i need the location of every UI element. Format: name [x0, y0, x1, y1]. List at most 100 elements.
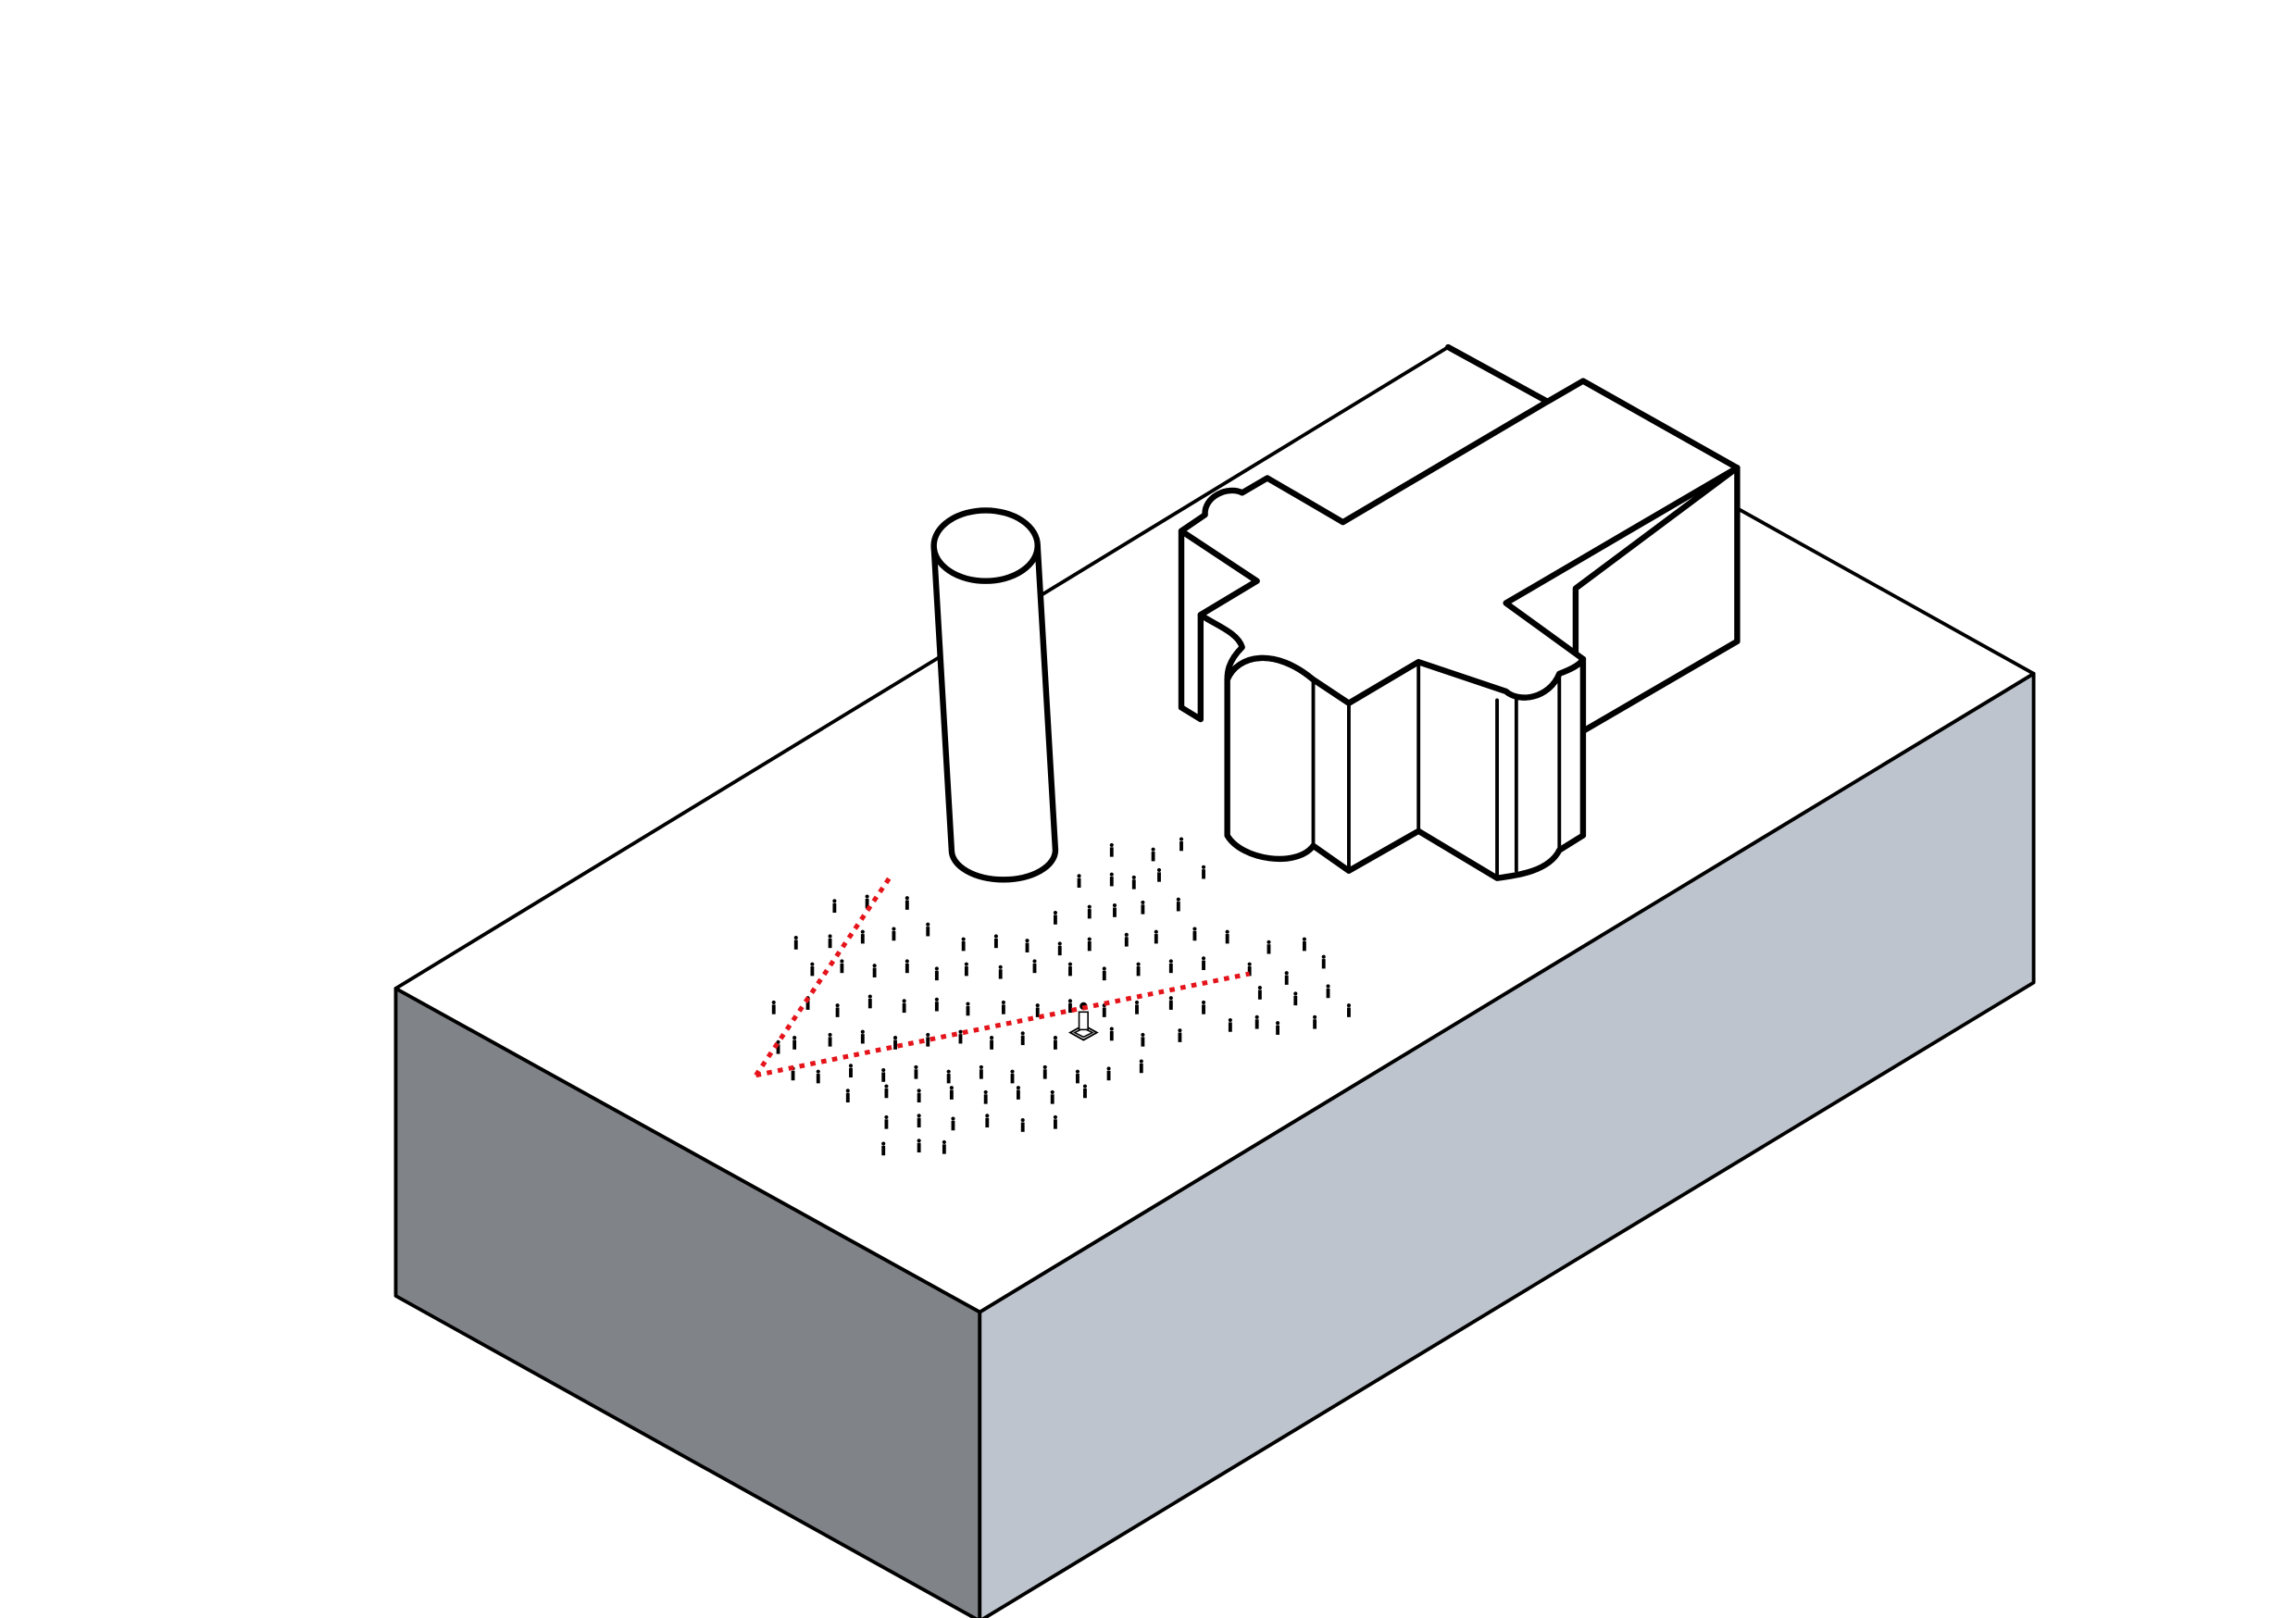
person-figure [1109, 842, 1114, 857]
person-figure [990, 1036, 994, 1050]
person-figure [1276, 1021, 1280, 1035]
person-figure [1168, 959, 1173, 974]
person-figure [983, 1089, 988, 1104]
person-figure [946, 1069, 951, 1084]
person-figure [1057, 941, 1062, 956]
cylindrical-tower [930, 507, 1059, 883]
person-figure [993, 934, 998, 949]
person-figure [1321, 954, 1326, 969]
person-figure [1020, 1031, 1025, 1046]
person-figure [934, 966, 939, 981]
person-figure [1201, 1000, 1206, 1014]
person-figure [1284, 971, 1289, 985]
person-figure [1131, 875, 1136, 890]
person-figure [1141, 1032, 1145, 1047]
person-figure [835, 1003, 840, 1017]
person-figure [848, 1064, 854, 1078]
figure-people [771, 837, 1352, 1156]
person-figure [917, 1139, 921, 1153]
person-figure [979, 1064, 983, 1079]
person-figure [942, 1139, 946, 1154]
person-figure [1179, 837, 1184, 852]
person-figure [832, 899, 837, 914]
person-figure [966, 1002, 970, 1016]
person-figure [1168, 996, 1173, 1010]
person-figure [1106, 1066, 1111, 1081]
person-figure [1192, 927, 1197, 941]
person-figure [1010, 1069, 1015, 1084]
person-figure [1228, 1017, 1232, 1032]
building-roof [1178, 343, 1741, 706]
person-figure [985, 1114, 990, 1128]
person-figure [828, 1032, 832, 1047]
person-figure [1042, 1064, 1047, 1079]
person-figure [776, 1039, 780, 1054]
person-figure [951, 1116, 955, 1131]
person-figure [914, 1064, 918, 1079]
person-figure [792, 1036, 797, 1050]
person-figure [867, 994, 872, 1009]
person-figure [1247, 962, 1252, 977]
person-figure [793, 935, 798, 950]
person-figure [926, 1032, 930, 1047]
person-figure [1016, 1086, 1020, 1100]
person-figure [1082, 1084, 1088, 1099]
sightline-left [754, 872, 894, 1077]
person-figure [1302, 937, 1306, 952]
person-figure [865, 894, 869, 909]
person-figure [1020, 1118, 1025, 1132]
person-figure [1254, 1014, 1259, 1029]
person-figure [1067, 999, 1073, 1014]
person-figure [1025, 939, 1029, 952]
person-figure [1124, 932, 1129, 947]
person-figure [1001, 1000, 1005, 1014]
person-figure [1134, 1000, 1140, 1014]
person-figure [1112, 903, 1117, 917]
person-figure [1156, 867, 1162, 882]
person-figure [1087, 937, 1092, 952]
person-figure [1201, 956, 1206, 971]
person-figure [1257, 986, 1262, 1000]
person-figure [810, 962, 815, 977]
person-figure [771, 1000, 776, 1014]
person-figure [917, 1089, 921, 1103]
red-dotted-view-lines [754, 872, 1251, 1078]
person-figure [949, 1086, 954, 1100]
person-figure [926, 922, 930, 937]
person-figure [998, 965, 1003, 979]
person-figure [1201, 865, 1206, 879]
person-figure [1326, 984, 1330, 999]
person-figure [902, 999, 906, 1014]
person-figure [917, 1114, 921, 1128]
tower-top [930, 507, 1041, 584]
person-figure [958, 1029, 963, 1044]
person-figure [860, 1029, 865, 1044]
person-figure [1176, 897, 1180, 912]
person-figure [1035, 1003, 1040, 1017]
person-figure [845, 1089, 850, 1103]
person-figure [1102, 966, 1106, 981]
person-figure [1109, 1027, 1114, 1041]
person-figure [840, 959, 844, 974]
person-figure [1313, 1014, 1317, 1029]
person-figure [905, 959, 909, 974]
tower-body [930, 542, 1059, 883]
person-figure [881, 1067, 886, 1082]
person-figure [1346, 1003, 1352, 1017]
person-figure [1267, 940, 1271, 954]
person-figure [1178, 1028, 1182, 1042]
person-figure [964, 962, 968, 977]
person-figure [1154, 929, 1158, 944]
person-figure [1139, 1059, 1143, 1074]
person-figure [884, 1114, 889, 1129]
person-figure [1151, 847, 1155, 862]
person-figure [1053, 1036, 1058, 1050]
person-figure [1075, 1069, 1080, 1084]
person-figure [905, 896, 909, 910]
person-figure [828, 934, 832, 949]
person-figure [1136, 962, 1141, 977]
person-figure [872, 964, 877, 977]
person-figure [1067, 962, 1073, 977]
person-figure [961, 937, 966, 952]
